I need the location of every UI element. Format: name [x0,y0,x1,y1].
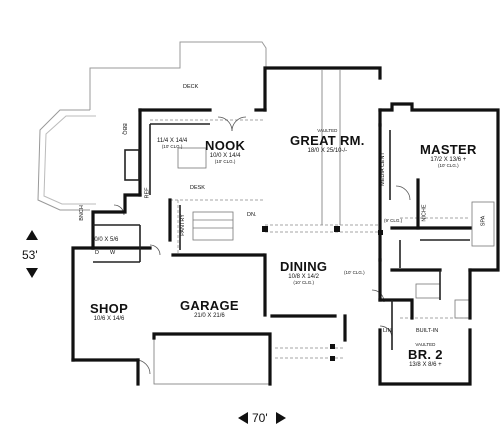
br2-sub: VAULTED [415,342,436,347]
niche-label: NICHE [421,204,428,222]
ceiling-10-label: (10' CLG.) [344,270,365,275]
width-dimension: 70' [252,411,268,425]
linen-label: LIN [383,328,392,334]
shop-dim: 10/6 X 14/6 [93,316,125,322]
great-room-name: GREAT RM. [290,133,365,148]
nook-room: NOOK 10/0 X 14/4 (10' CLG.) [205,138,245,164]
width-arrow-left-icon [238,412,248,424]
shop-name: SHOP [90,301,129,316]
garage-dim: 21/0 X 21/6 [194,313,225,319]
desk-label: DESK [190,185,205,191]
great-room-sub: VAULTED [317,128,338,133]
nook-dim: 10/0 X 14/4 [209,153,241,159]
dining-sub: (10' CLG.) [293,280,314,285]
built-in-label: BUILT-IN [416,328,439,334]
deck-outline [37,41,267,211]
width-arrow-right-icon [276,412,286,424]
depth-arrow-down-icon [26,268,38,278]
washer-label: W [110,250,116,256]
br2-name: BR. 2 [408,347,443,362]
depth-arrow-up-icon [26,230,38,240]
ref-label: REF [144,187,151,199]
dining-dim: 10/8 X 14/2 [288,274,319,280]
shop-room: SHOP 10/6 X 14/6 [90,301,128,322]
master-name: MASTER [420,142,477,157]
dining-room: DINING 10/8 X 14/2 (10' CLG.) [280,259,327,285]
deck-label: DECK [183,84,199,90]
depth-dimension: 53' [22,248,38,262]
ceiling-9-label: (9' CLG.) [384,218,403,223]
garage-name: GARAGE [180,298,239,313]
media-center-label: MEDIA CENT [379,152,386,186]
bbq-label: BBQ [120,123,127,135]
dining-name: DINING [280,259,328,274]
nook-name: NOOK [205,138,246,153]
utility-dim: 10/0 X 5/6 [91,237,119,243]
dryer-label: D [95,250,99,256]
spa-label: SPA [480,215,487,227]
posts [262,226,383,361]
pantry-label: PANTRY [179,214,186,236]
br2-room: VAULTED BR. 2 13/8 X 8/6 + [408,342,443,368]
master-dim: 17/2 X 13/6 + [430,157,467,163]
br2-dim: 13/8 X 8/6 + [409,362,442,368]
walls [71,66,500,386]
stairs-down-label: DN. [247,212,257,218]
kitchen-sub: (10' CLG.) [161,144,183,149]
bench-label: BNCH [78,205,85,221]
kitchen-dim: 11/4 X 14/4 [157,138,188,144]
great-room: VAULTED GREAT RM. 18/0 X 25/10-/- [290,128,365,154]
master-sub: (10' CLG.) [438,163,459,168]
interior-walls [93,123,470,350]
nook-sub: (10' CLG.) [214,159,236,164]
kitchen-room: 11/4 X 14/4 (10' CLG.) [157,138,187,149]
garage-room: GARAGE 21/0 X 21/6 [180,298,239,319]
master-room: MASTER 17/2 X 13/6 + (10' CLG.) [420,142,477,168]
great-room-dim: 18/0 X 25/10-/- [307,148,348,154]
